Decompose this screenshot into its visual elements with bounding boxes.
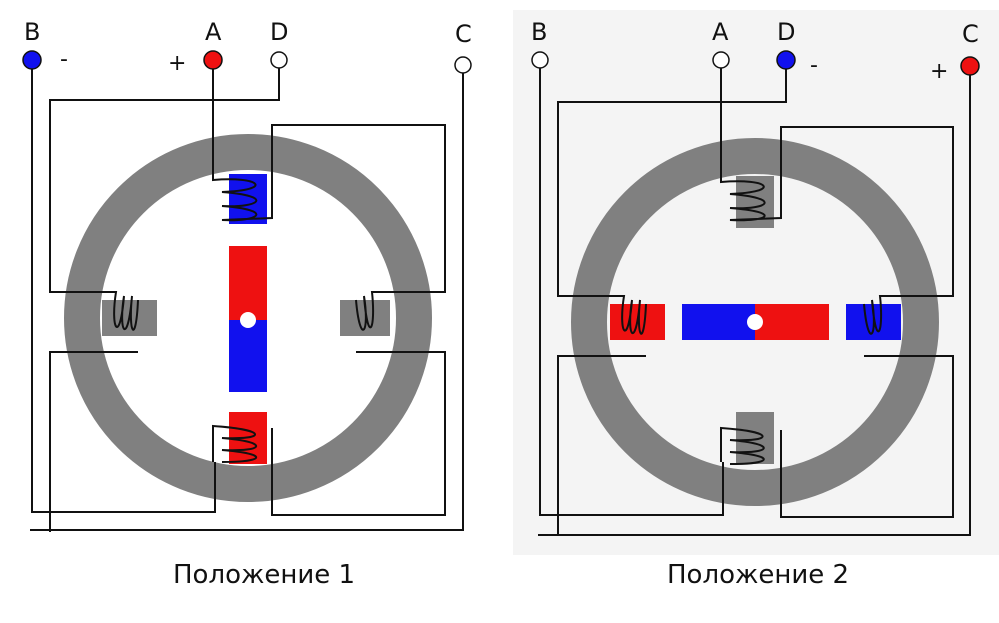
coil-top [212,170,273,222]
terminal-b1-sign: - [60,47,68,72]
rotor-2-north-half [755,304,829,340]
terminal-d1: D [270,18,288,69]
terminal-a2: A [712,18,730,69]
coil-right-2 [863,295,892,357]
wiring-2 [538,68,971,536]
terminal-c1: C [454,20,472,74]
terminal-b1: B - [22,18,68,72]
terminal-d1-label: D [270,18,288,46]
terminal-d2: D - [776,18,818,78]
stator-ring [64,134,432,502]
stator-ring-2 [571,138,939,506]
coil-right [355,291,384,353]
coil-left [104,291,139,353]
coil-left-2 [612,295,647,357]
terminal-b2-label: B [531,18,547,46]
coil-bottom-2 [720,426,782,465]
rotor-shaft [240,312,256,328]
terminal-d2-label: D [777,18,795,46]
rotor-2-shaft [747,314,763,330]
rotor-2-south-half [682,304,755,340]
terminal-c2: C + [930,20,980,84]
rotor-north-half [229,246,267,320]
coil-bottom [212,424,273,463]
terminal-b2: B [531,18,549,69]
terminal-c2-label: C [962,20,979,48]
terminal-a1-label: A [205,18,222,46]
pole-top-north [229,174,267,224]
caption-position-1: Положение 1 [173,560,356,590]
terminal-b1-label: B [24,18,40,46]
caption-position-2: Положение 2 [667,560,850,590]
terminal-a1: A + [168,18,223,76]
wiring-1 [30,68,464,532]
diagram-2: B A D - C + [513,10,999,555]
diagram-1: B - A + D C [22,18,472,532]
rotor-south-half [229,320,267,392]
coil-top-2 [720,172,782,222]
terminal-a2-label: A [712,18,729,46]
terminal-c1-label: C [455,20,472,48]
terminal-c2-sign: + [930,59,948,84]
terminal-a1-sign: + [168,51,186,76]
terminal-d2-sign: - [810,53,818,78]
